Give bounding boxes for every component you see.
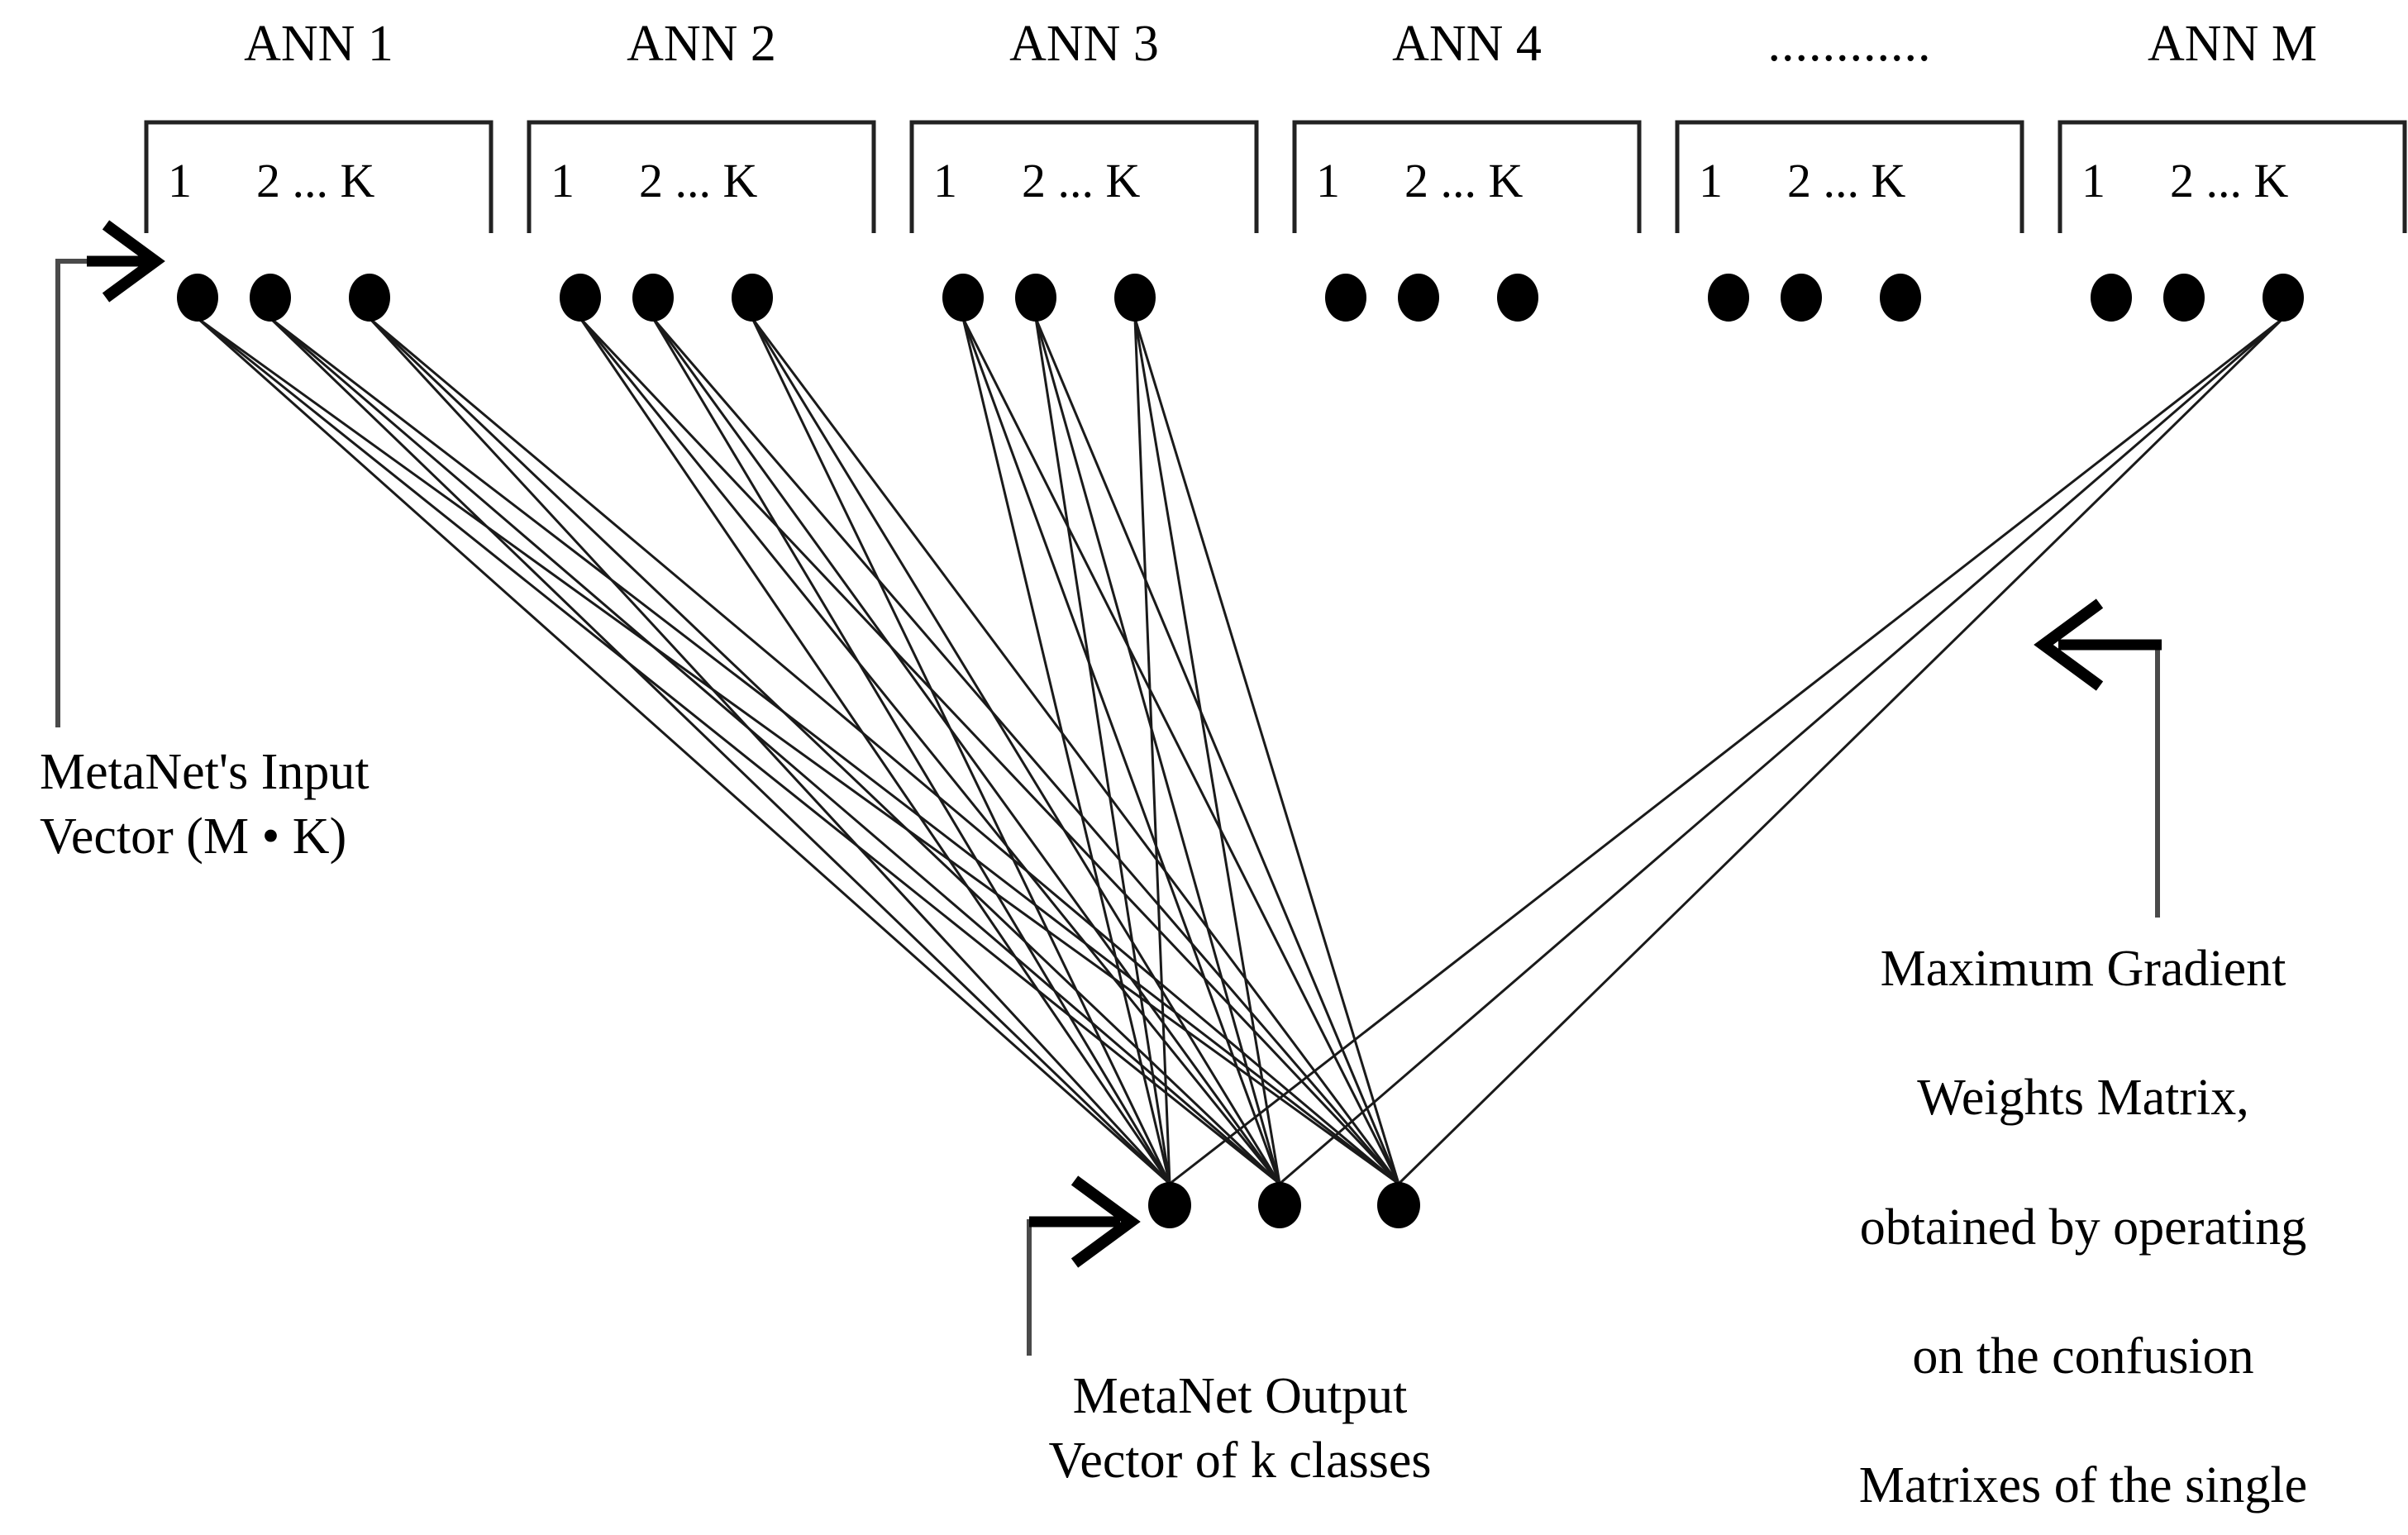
network-edge <box>1034 317 1281 1185</box>
ann-group-index-row: 1 2 ... K <box>168 157 479 205</box>
network-edge <box>579 317 1171 1185</box>
ann-group-bracket <box>1292 120 1642 233</box>
ann-group-bracket <box>144 120 494 233</box>
input-vector-caption: MetaNet's Input Vector (M • K) <box>40 744 370 865</box>
network-edge <box>197 317 1171 1185</box>
input-node <box>2091 274 2132 322</box>
input-vector-arrow-icon <box>55 220 165 727</box>
ann-group-bracket <box>527 120 876 233</box>
input-node-row <box>177 274 2304 322</box>
network-edge <box>269 317 1280 1185</box>
weights-caption-line-2: Weights Matrix, <box>1917 1070 2249 1127</box>
input-node <box>1398 274 1439 322</box>
ann-index-rest: 2 ... K <box>639 154 758 207</box>
input-node <box>732 274 773 322</box>
input-node <box>349 274 390 322</box>
network-edge <box>751 317 1171 1185</box>
input-node <box>2163 274 2205 322</box>
network-edge <box>1133 317 1171 1185</box>
ann-index-first: 1 <box>551 154 575 207</box>
ann-group-index-row: 1 2 ... K <box>933 157 1245 205</box>
network-edge <box>269 317 1400 1185</box>
ann-group-title: ANN 3 <box>1009 16 1159 72</box>
ann-group-index-row: 1 2 ... K <box>2081 157 2393 205</box>
ann-group-title: ANN 2 <box>627 16 776 72</box>
weights-caption-line-1: Maximum Gradient <box>1880 941 2286 998</box>
input-node <box>1497 274 1538 322</box>
ann-group-bracket <box>2058 120 2407 233</box>
input-node <box>1781 274 1822 322</box>
ann-index-first: 1 <box>1699 154 1723 207</box>
ann-index-first: 1 <box>2081 154 2105 207</box>
network-edge <box>579 317 1400 1185</box>
ann-group-index-row: 1 2 ... K <box>1316 157 1628 205</box>
network-edge <box>751 317 1281 1185</box>
input-node <box>1015 274 1056 322</box>
ann-group-bracket <box>1675 120 2024 233</box>
network-edge <box>961 317 1171 1185</box>
weights-matrix-arrow-icon <box>2034 598 2162 918</box>
input-node <box>1880 274 1921 322</box>
ann-group-bracket <box>909 120 1259 233</box>
network-edge <box>1034 317 1171 1185</box>
weights-caption-line-4: on the confusion <box>1912 1328 2254 1385</box>
ann-group-title: ANN M <box>2148 16 2317 72</box>
network-edge <box>368 317 1281 1185</box>
output-node <box>1258 1182 1301 1228</box>
input-node <box>1114 274 1156 322</box>
network-edge <box>651 317 1281 1185</box>
ann-group-title: ANN 4 <box>1392 16 1542 72</box>
network-edge <box>1279 317 2284 1185</box>
network-edge <box>1169 317 2284 1185</box>
ann-index-rest: 2 ... K <box>2170 154 2289 207</box>
input-node <box>942 274 984 322</box>
input-node <box>2263 274 2304 322</box>
ann-index-first: 1 <box>168 154 192 207</box>
network-edge <box>368 317 1171 1185</box>
network-edge <box>1397 317 2285 1185</box>
network-edge <box>751 317 1400 1185</box>
ann-group-index-row: 1 2 ... K <box>551 157 862 205</box>
output-node-row <box>1148 1182 1420 1228</box>
ann-group-index-row: 1 2 ... K <box>1699 157 2010 205</box>
network-edge <box>651 317 1400 1185</box>
weights-caption-line-5: Matrixes of the single <box>1858 1456 2308 1514</box>
weights-caption-line-3: obtained by operating <box>1859 1199 2307 1256</box>
input-node <box>560 274 601 322</box>
network-edge <box>1034 317 1400 1185</box>
output-node <box>1148 1182 1191 1228</box>
ann-index-rest: 2 ... K <box>1404 154 1523 207</box>
weights-matrix-caption: Maximum Gradient Weights Matrix, obtaine… <box>1769 872 2397 1535</box>
network-edge <box>651 317 1171 1185</box>
output-vector-arrow-icon <box>1027 1175 1141 1356</box>
ann-index-first: 1 <box>1316 154 1340 207</box>
ann-index-first: 1 <box>933 154 957 207</box>
network-edge <box>961 317 1400 1185</box>
network-edge <box>1133 317 1281 1185</box>
output-node <box>1377 1182 1420 1228</box>
network-edge <box>269 317 1171 1185</box>
ann-group-title: ANN 1 <box>244 16 393 72</box>
input-node <box>1708 274 1749 322</box>
network-edge <box>961 317 1281 1185</box>
ann-group-brackets <box>144 120 2407 233</box>
ann-index-rest: 2 ... K <box>1787 154 1906 207</box>
ann-index-rest: 2 ... K <box>1022 154 1141 207</box>
input-node <box>632 274 674 322</box>
network-edge <box>197 317 1400 1185</box>
ann-group-ellipsis-label: ............ <box>1767 16 1932 72</box>
input-node <box>177 274 218 322</box>
output-vector-caption: MetaNet Output Vector of k classes <box>1048 1368 1432 1490</box>
input-node <box>250 274 291 322</box>
ann-index-rest: 2 ... K <box>256 154 375 207</box>
input-node <box>1325 274 1366 322</box>
network-edges <box>197 317 2285 1185</box>
